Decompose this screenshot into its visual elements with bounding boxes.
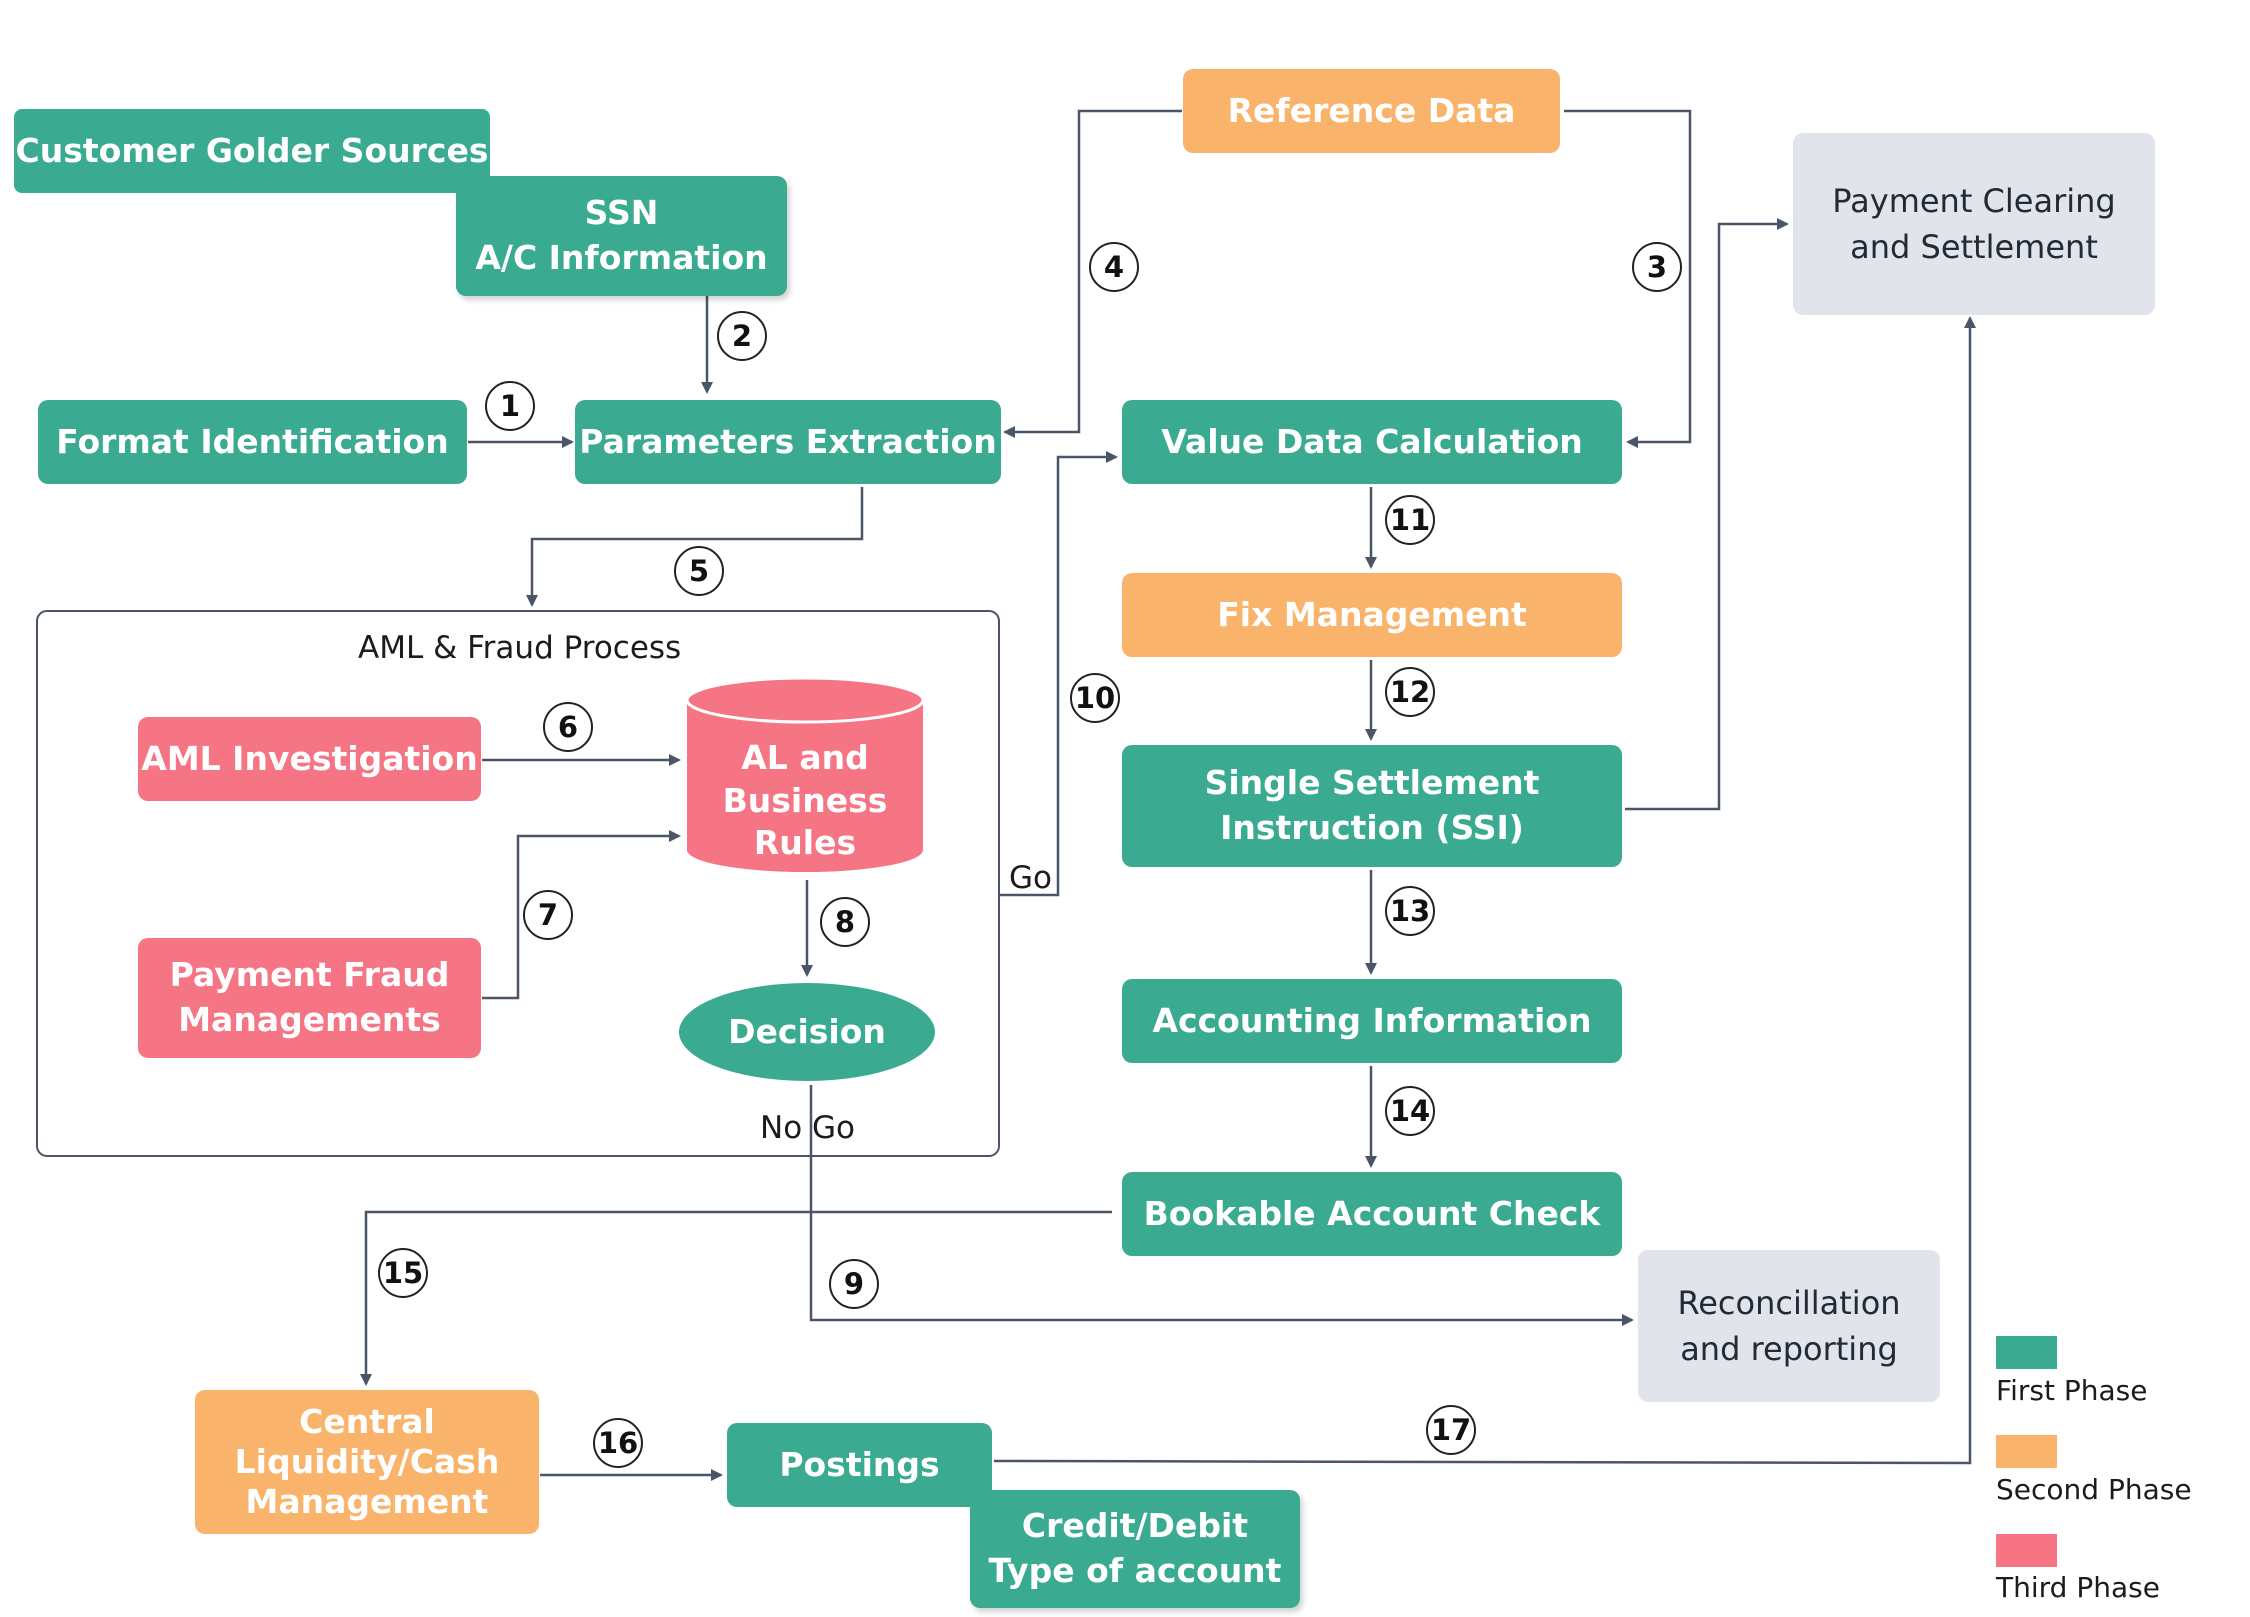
credit-debit-type-of-account-node: Credit/Debit Type of account [970,1490,1300,1608]
rules-cylinder [685,676,925,872]
no-go-label: No Go [760,1110,855,1146]
step-3: 3 [1632,242,1682,292]
value-data-calculation-node: Value Data Calculation [1122,400,1622,484]
edge-3 [1564,109,1692,448]
payment-fraud-managements-node: Payment Fraud Managements [138,938,481,1058]
step-1: 1 [485,381,535,431]
al-and-label: AL and [741,737,869,777]
fix-management-label: Fix Management [1217,594,1527,634]
legend-third-phase-label: Third Phase [1996,1571,2160,1604]
managements-label: Managements [178,1000,441,1039]
edge-7 [482,830,681,1000]
parameters-extraction-node: Parameters Extraction [575,400,1001,484]
customer-golder-sources-label: Customer Golder Sources [15,130,489,170]
reference-data-node: Reference Data [1183,69,1560,153]
aml-fraud-group-box [36,610,1000,1157]
type-of-account-label: Type of account [988,1551,1282,1590]
bookable-account-check-label: Bookable Account Check [1143,1193,1601,1233]
step-8: 8 [820,897,870,947]
reconcillation-reporting-node: Reconcillation and reporting [1638,1250,1940,1402]
edge-10 [1000,451,1118,897]
credit-debit-label: Credit/Debit [1021,1506,1249,1546]
step-15: 15 [378,1248,428,1298]
rules-label: Rules [753,823,857,863]
format-identification-node: Format Identification [38,400,467,484]
payment-fraud-label: Payment Fraud [169,955,450,995]
step-13: 13 [1385,886,1435,936]
business-rules-text: AL and Business Rules [687,735,923,867]
step-14: 14 [1385,1086,1435,1136]
decision-ellipse [679,983,935,1081]
and-reporting-label: and reporting [1680,1330,1898,1368]
payment-clearing-label: Payment Clearing [1832,181,2116,220]
ac-information-label: A/C Information [475,238,768,277]
edge-5 [526,487,864,607]
instruction-ssi-label: Instruction (SSI) [1220,808,1524,847]
postings-label: Postings [779,1444,940,1484]
step-5: 5 [674,546,724,596]
customer-golder-sources-node: Customer Golder Sources [14,109,490,193]
ssn-ac-information-node: SSN A/C Information [456,176,787,296]
bookable-account-check-node: Bookable Account Check [1122,1172,1622,1256]
step-17: 17 [1426,1405,1476,1455]
edge-15 [360,1210,1112,1386]
decision-label: Decision [728,1011,886,1051]
edge-ssi-to-clearing [1625,218,1789,811]
step-2: 2 [717,311,767,361]
step-9: 9 [829,1259,879,1309]
aml-fraud-process-title: AML & Fraud Process [358,630,682,666]
go-label: Go [1009,860,1052,896]
edge-9 [809,1085,1634,1326]
single-settlement-label: Single Settlement [1204,763,1540,803]
step-12: 12 [1385,667,1435,717]
reference-data-label: Reference Data [1227,90,1516,130]
legend-third-phase-swatch [1996,1534,2057,1567]
management-label: Management [245,1482,489,1522]
single-settlement-instruction-node: Single Settlement Instruction (SSI) [1122,745,1622,867]
payment-clearing-settlement-node: Payment Clearing and Settlement [1793,133,2155,315]
edge-17 [993,316,1976,1465]
legend-second-phase-swatch [1996,1435,2057,1468]
accounting-information-label: Accounting Information [1152,1000,1592,1040]
reconcillation-label: Reconcillation [1677,1283,1901,1322]
value-data-calculation-label: Value Data Calculation [1161,421,1583,461]
and-settlement-label: and Settlement [1850,228,2098,266]
aml-investigation-label: AML Investigation [141,738,478,778]
step-4: 4 [1089,242,1139,292]
central-label: Central [299,1401,435,1441]
business-label: Business [722,780,888,820]
step-10: 10 [1070,673,1120,723]
fix-management-node: Fix Management [1122,573,1622,657]
step-11: 11 [1385,495,1435,545]
liquidity-cash-label: Liquidity/Cash [234,1441,500,1481]
legend-first-phase-swatch [1996,1336,2057,1369]
decision-text: Decision [679,983,935,1081]
parameters-extraction-label: Parameters Extraction [579,421,997,461]
legend-second-phase-label: Second Phase [1996,1473,2192,1506]
central-liquidity-cash-management-node: Central Liquidity/Cash Management [195,1390,539,1534]
step-6: 6 [543,702,593,752]
ssn-label: SSN [584,193,659,233]
aml-investigation-node: AML Investigation [138,717,481,801]
accounting-information-node: Accounting Information [1122,979,1622,1063]
format-identification-label: Format Identification [56,421,449,461]
step-7: 7 [523,890,573,940]
step-16: 16 [593,1418,643,1468]
edge-4 [1003,109,1182,438]
legend-first-phase-label: First Phase [1996,1374,2148,1407]
postings-node: Postings [727,1423,992,1507]
